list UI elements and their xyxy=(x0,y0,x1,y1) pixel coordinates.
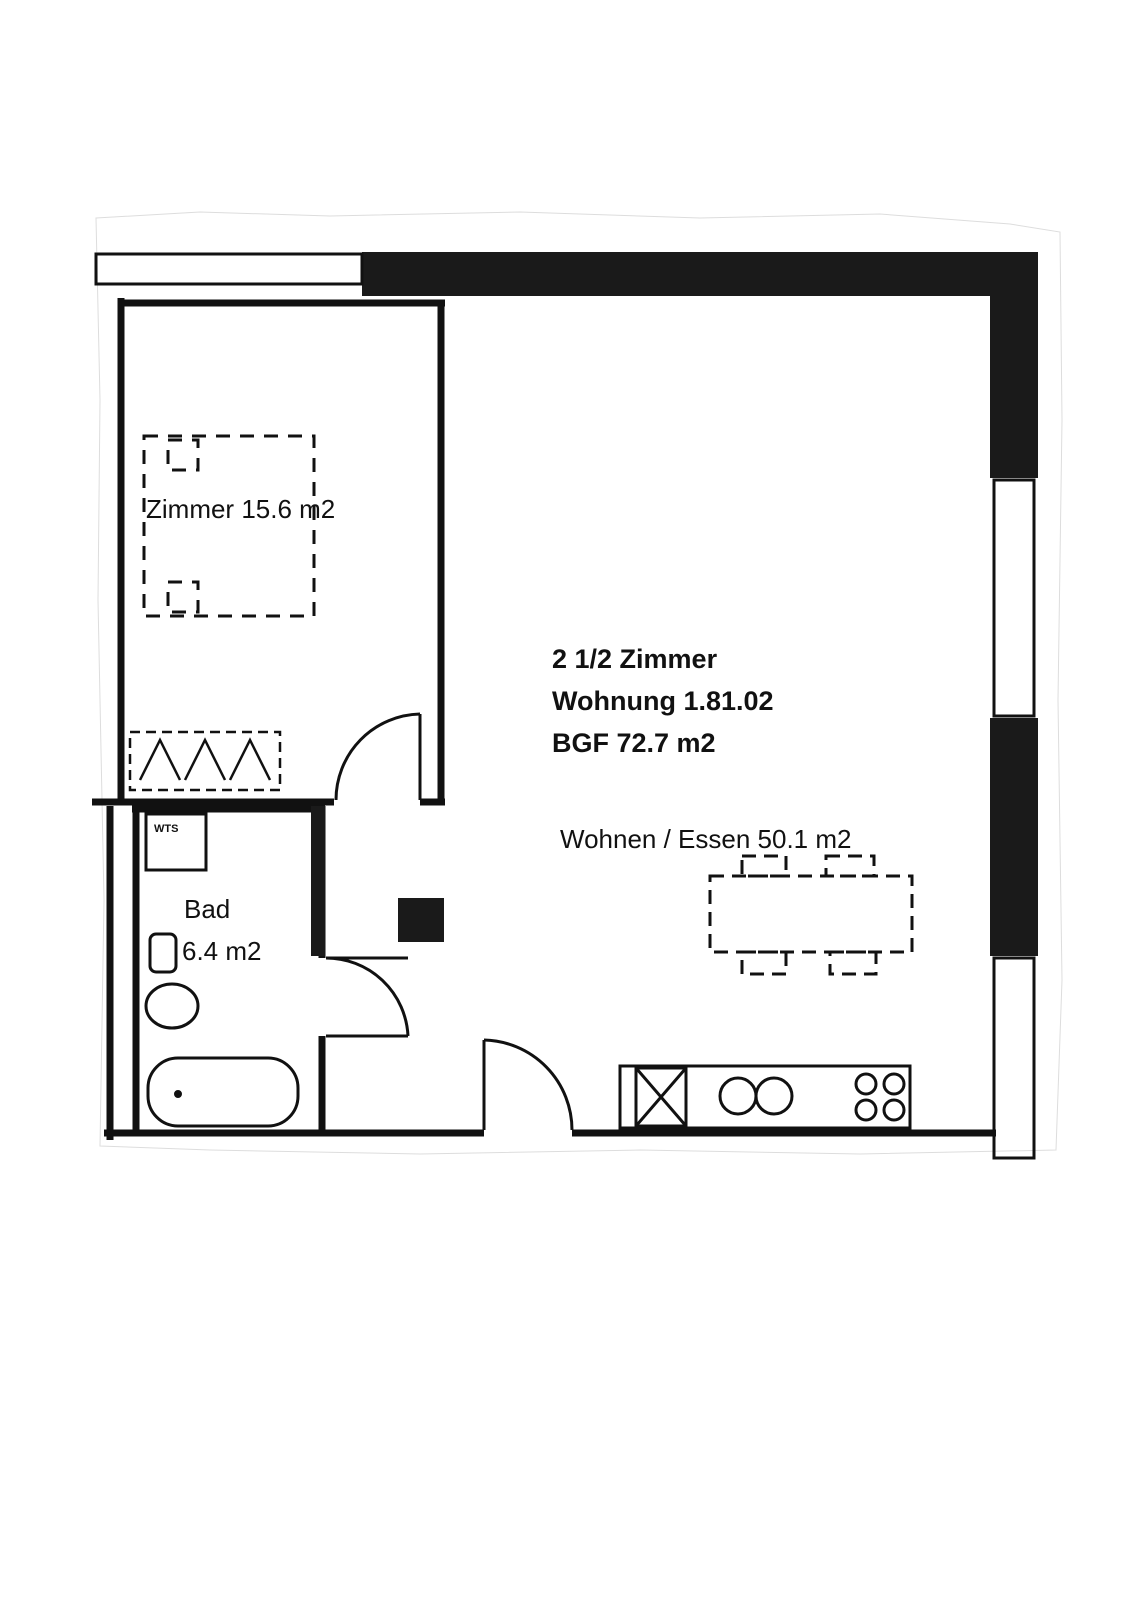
right-exterior-wall-middle xyxy=(990,718,1038,956)
cooktop-icon xyxy=(854,1072,906,1122)
top-exterior-wall xyxy=(362,252,1038,296)
bed-icon xyxy=(142,434,316,618)
top-left-window xyxy=(94,252,364,286)
fridge-icon xyxy=(634,1066,688,1128)
room-label-bad-area: 6.4 m2 xyxy=(182,936,262,966)
kitchen-counter xyxy=(618,1064,912,1130)
doors xyxy=(325,712,574,1131)
sink-basin-icon xyxy=(718,1076,794,1116)
door-zimmer xyxy=(334,712,422,801)
right-exterior-wall-upper xyxy=(990,252,1038,478)
bathroom-fixtures: WTS xyxy=(144,812,300,1128)
gross-area: BGF 72.7 m2 xyxy=(552,728,716,758)
dining-table-icon xyxy=(708,854,914,976)
interior-walls xyxy=(92,298,996,1140)
door-bad xyxy=(325,956,410,1038)
room-label-zimmer: Zimmer 15.6 m2 xyxy=(146,494,335,524)
right-window-lower xyxy=(992,956,1036,1160)
sink-icon xyxy=(148,932,178,974)
exterior-walls xyxy=(362,252,1038,956)
bathtub-icon xyxy=(146,1056,300,1128)
unit-title: 2 1/2 Zimmer xyxy=(552,644,718,674)
room-label-bad-name: Bad xyxy=(184,894,230,924)
washer-dryer-icon xyxy=(144,812,208,872)
washer-dryer-label: WTS xyxy=(154,823,178,835)
windows xyxy=(94,252,1036,1160)
paper-sheet xyxy=(95,211,1063,1155)
unit-number: Wohnung 1.81.02 xyxy=(552,686,774,716)
room-label-wohnen-essen: Wohnen / Essen 50.1 m2 xyxy=(560,824,851,854)
bad-wall-thick xyxy=(311,806,325,956)
wardrobe-icon xyxy=(128,730,282,792)
door-entrance xyxy=(482,1038,574,1131)
column-icon xyxy=(398,898,444,942)
toilet-icon xyxy=(144,982,200,1030)
right-window-upper xyxy=(992,478,1036,718)
